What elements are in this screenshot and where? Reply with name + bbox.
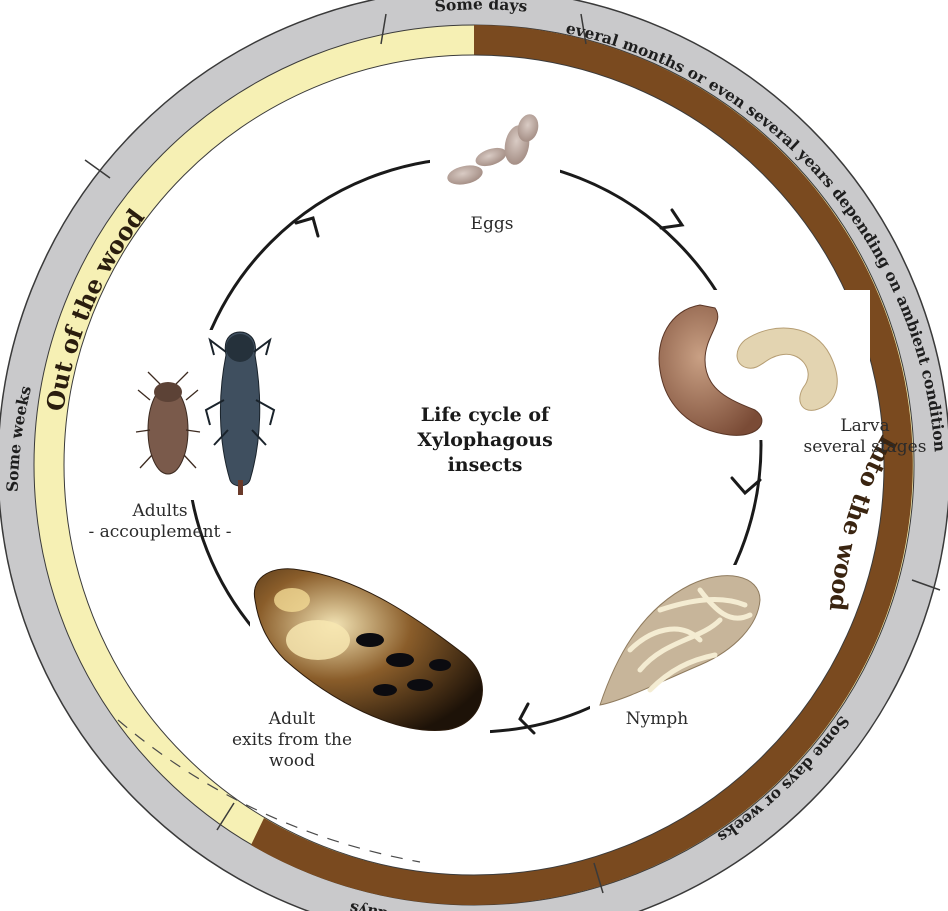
label-larva-line1: Larva <box>840 416 889 436</box>
label-adults-line2: - accouplement - <box>89 522 232 542</box>
label-nymph-line: Nymph <box>626 709 688 729</box>
label-eggs: Eggs <box>471 214 514 234</box>
label-nymph: Nymph <box>626 709 688 729</box>
center-title-line2: Xylophagous <box>417 429 553 451</box>
label-eggs-line: Eggs <box>471 214 514 234</box>
duration-top: Some days <box>434 0 529 16</box>
label-adult-exit-line2: exits from the <box>232 730 352 750</box>
center-title-line1: Life cycle of <box>421 404 551 426</box>
label-adult-exit-line1: Adult <box>268 709 316 729</box>
label-adult-exit-line3: wood <box>269 751 315 771</box>
center-title-line3: insects <box>448 454 523 476</box>
label-adults-line1: Adults <box>131 501 187 521</box>
label-larva-line2: several stages <box>804 437 927 457</box>
